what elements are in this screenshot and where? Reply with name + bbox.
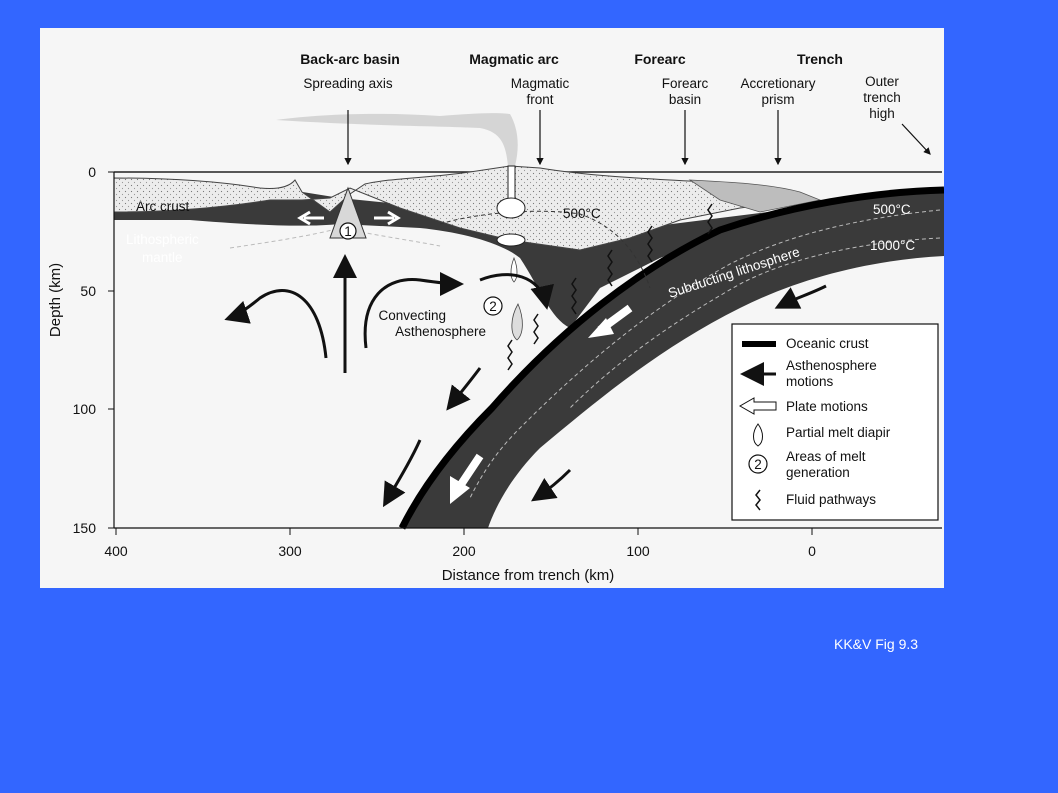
asthenosphere-arrow-down-2 [382,439,422,508]
lithospheric-mantle [114,190,800,328]
asthenosphere-arrow-right-loop [363,271,464,349]
label-forearc-basin-1: Forearc [662,76,709,91]
legend-diapir-label: Partial melt diapir [786,425,891,440]
label-outer-trench-high-2: trench [863,90,901,105]
figure-caption: KK&V Fig 9.3 [834,636,919,652]
partial-melt-diapir-2 [511,303,523,341]
volcanic-plume [276,113,518,166]
fluid-pathway [533,313,539,345]
y-tick-label: 0 [88,164,96,180]
fluid-pathway [647,225,653,263]
melt-zone-1-label: 1 [344,224,352,239]
label-forearc-basin-2: basin [669,92,701,107]
label-lithospheric-mantle-1: Lithospheric [126,232,199,247]
y-tick-label: 100 [73,401,97,417]
header-back-arc-basin: Back-arc basin [300,51,400,67]
x-axis-title: Distance from trench (km) [442,567,615,584]
x-tick-label: 100 [626,543,650,559]
x-tick-label: 0 [808,543,816,559]
header-forearc: Forearc [634,51,686,67]
legend-melt-symbol-label: 2 [754,457,762,472]
x-tick-label: 400 [104,543,128,559]
magma-chamber-deep [496,233,526,247]
fluid-pathway [571,277,577,315]
magma-chamber [496,197,526,219]
isotherm-mantle [229,227,441,249]
legend-fluid-label: Fluid pathways [786,492,876,507]
plate-motion-arrow-right [374,210,401,226]
fluid-pathway [507,339,513,371]
legend: Oceanic crust Asthenosphere motions Plat… [731,323,939,521]
plate-motion-arrow-slab-1-head [588,318,614,338]
arc-crust [113,165,802,251]
plate-motion-arrow-slab-2 [456,453,484,489]
fluid-pathway [607,249,613,287]
plate-motion-arrow-left [297,210,324,226]
x-tick-label: 300 [278,543,302,559]
fluid-pathway [707,203,713,235]
header-magmatic-arc: Magmatic arc [469,51,559,67]
legend-asthenosphere-label-2: motions [786,374,834,389]
subducting-slab [400,188,944,528]
legend-diapir-symbol [753,423,763,447]
accretionary-prism [688,179,822,213]
label-isotherm-500-slab: 500°C [873,202,911,217]
melt-zone-1 [339,222,357,240]
label-magmatic-front-1: Magmatic [511,76,570,91]
asthenosphere-arrow-left-loop [224,289,328,359]
label-accretionary-prism-1: Accretionary [740,76,815,91]
legend-plate-motion-symbol [738,397,777,415]
label-outer-trench-high-3: high [869,106,895,121]
melt-zone-2-label: 2 [489,299,497,314]
legend-box [731,323,939,521]
legend-melt-label-1: Areas of melt [786,449,866,464]
header-trench: Trench [797,51,843,67]
plate-motion-arrow-slab-2-head [450,476,470,504]
y-tick-label: 150 [73,520,97,536]
label-isotherm-500-arc: 500°C [563,206,601,221]
label-outer-trench-high-1: Outer [865,74,899,89]
y-axis-title: Depth (km) [47,263,64,337]
label-lithospheric-mantle-2: mantle [142,250,183,265]
figure-frame: 1 2 Back-arc basin Magmatic arc Forearc … [40,28,944,588]
y-tick-label: 50 [80,283,96,299]
legend-asthenosphere-label-1: Asthenosphere [786,358,877,373]
label-convecting-1: Convecting [378,308,446,323]
asthenosphere-arrow-slab-bottom [531,468,572,502]
x-tick-label: 200 [452,543,476,559]
legend-fluid-symbol [755,489,761,511]
isotherm-1000-slab [569,237,941,409]
label-spreading-axis: Spreading axis [303,76,393,91]
label-arc-crust: Arc crust [136,199,190,214]
subduction-diagram: 1 2 Back-arc basin Magmatic arc Forearc … [47,51,944,584]
isotherm-500-arc [439,210,651,289]
oceanic-crust-line [398,186,944,530]
melt-zone-2 [483,296,503,316]
label-convecting-2: Asthenosphere [395,324,486,339]
asthenosphere-arrow-corner [479,273,554,310]
label-magmatic-front-2: front [526,92,553,107]
asthenosphere-arrow-down-1 [446,367,482,411]
label-accretionary-prism-2: prism [762,92,795,107]
legend-oceanic-crust-label: Oceanic crust [786,336,869,351]
partial-melt-diapir [510,256,518,283]
asthenosphere-arrow-slab-top [774,284,827,309]
legend-melt-label-2: generation [786,465,850,480]
legend-plate-motion-label: Plate motions [786,399,868,414]
label-isotherm-1000-slab: 1000°C [870,238,915,253]
legend-melt-symbol [748,454,768,474]
isotherm-500-slab [469,209,941,499]
pointer-outer-trench-high [901,123,931,155]
